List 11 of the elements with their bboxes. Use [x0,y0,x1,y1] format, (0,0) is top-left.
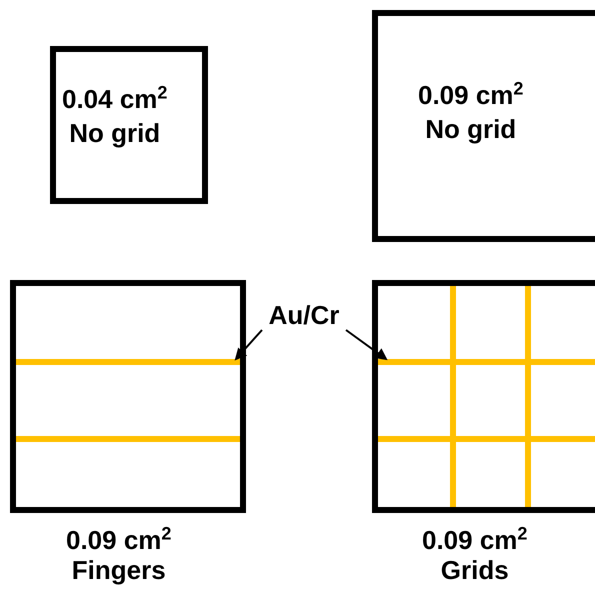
device-square [10,280,246,513]
leader-line [234,329,263,360]
leader-line [345,329,388,360]
device-square [372,280,595,513]
area-label: 0.09 cm$^{2}$ No grid [418,78,524,146]
callout-text: Au/Cr [262,298,346,332]
area-caption: 0.09 cm$^{2}$ Grids [422,525,528,585]
area-label: 0.04 cm$^{2}$ No grid [62,82,168,150]
area-caption: 0.09 cm$^{2}$ Fingers [66,525,172,585]
device-square [50,46,208,204]
device-square [372,10,595,242]
